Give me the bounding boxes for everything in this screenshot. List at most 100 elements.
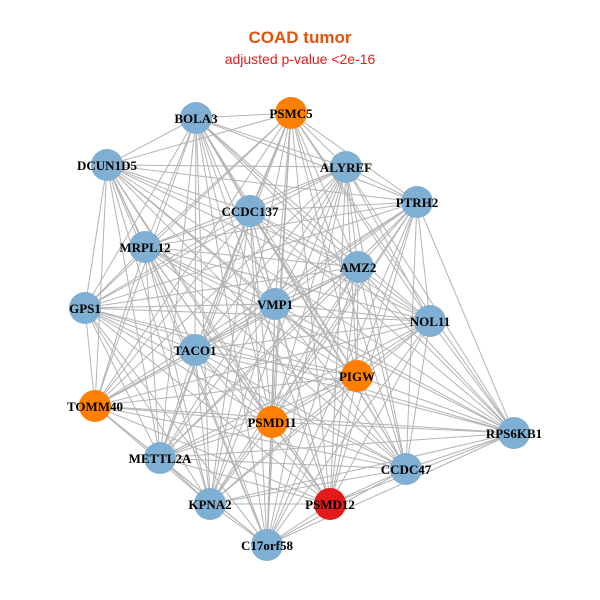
node-BOLA3[interactable] — [180, 102, 212, 134]
edge-NOL11-TOMM40 — [94, 320, 431, 407]
edge-DCUN1D5-PSMD11 — [106, 164, 273, 423]
node-VMP1[interactable] — [259, 288, 291, 320]
edge-MRPL12-PIGW — [144, 246, 358, 377]
edge-PIGW-C17orf58 — [266, 375, 358, 546]
edge-NOL11-TACO1 — [194, 320, 431, 351]
edge-PSMC5-DCUN1D5 — [106, 112, 292, 166]
edge-PSMC5-VMP1 — [274, 112, 292, 305]
edge-NOL11-RPS6KB1 — [429, 320, 515, 434]
edge-PSMC5-RPS6KB1 — [290, 112, 515, 434]
edge-PSMC5-AMZ2 — [290, 112, 359, 268]
edge-MRPL12-KPNA2 — [144, 246, 211, 505]
node-label-PTRH2: PTRH2 — [396, 195, 439, 210]
node-label-CCDC137: CCDC137 — [221, 204, 279, 219]
node-PSMD11[interactable] — [256, 406, 288, 438]
edge-RPS6KB1-METTL2A — [159, 432, 515, 459]
edge-ALYREF-C17orf58 — [266, 166, 347, 546]
edge-ALYREF-PSMD11 — [271, 166, 347, 423]
edge-MRPL12-VMP1 — [144, 246, 276, 305]
node-ALYREF[interactable] — [330, 151, 362, 183]
edge-PTRH2-PSMD12 — [329, 201, 418, 505]
node-C17orf58[interactable] — [251, 529, 283, 561]
node-RPS6KB1[interactable] — [498, 417, 530, 449]
node-PSMD12[interactable] — [314, 488, 346, 520]
node-label-BOLA3: BOLA3 — [174, 111, 218, 126]
edge-BOLA3-MRPL12 — [144, 117, 197, 248]
node-GPS1[interactable] — [69, 292, 101, 324]
edge-GPS1-METTL2A — [84, 307, 161, 459]
node-TOMM40[interactable] — [79, 390, 111, 422]
edge-ALYREF-AMZ2 — [345, 166, 359, 268]
edge-ALYREF-CCDC47 — [345, 166, 407, 470]
node-METTL2A[interactable] — [144, 442, 176, 474]
edge-GPS1-TOMM40 — [84, 307, 96, 407]
edge-DCUN1D5-CCDC47 — [106, 164, 407, 470]
edge-PIGW-PSMD12 — [329, 375, 358, 505]
edge-PTRH2-RPS6KB1 — [416, 201, 515, 434]
edge-CCDC137-CCDC47 — [249, 210, 407, 470]
node-label-MRPL12: MRPL12 — [119, 240, 170, 255]
node-label-KPNA2: KPNA2 — [188, 497, 231, 512]
network-title: COAD tumor — [248, 28, 352, 47]
edge-DCUN1D5-ALYREF — [106, 164, 347, 168]
edge-layer — [84, 112, 515, 546]
edge-ALYREF-RPS6KB1 — [345, 166, 515, 434]
node-label-TACO1: TACO1 — [173, 343, 216, 358]
edge-BOLA3-TACO1 — [194, 117, 197, 351]
node-label-NOL11: NOL11 — [410, 314, 450, 329]
node-NOL11[interactable] — [414, 305, 446, 337]
edge-CCDC137-RPS6KB1 — [249, 210, 515, 434]
node-DCUN1D5[interactable] — [91, 149, 123, 181]
node-CCDC47[interactable] — [390, 453, 422, 485]
edge-AMZ2-TOMM40 — [94, 266, 359, 407]
edge-AMZ2-RPS6KB1 — [357, 266, 515, 434]
edge-VMP1-NOL11 — [274, 303, 431, 322]
node-MRPL12[interactable] — [129, 231, 161, 263]
edge-PSMD11-KPNA2 — [209, 421, 273, 505]
node-label-METTL2A: METTL2A — [129, 451, 192, 466]
edge-NOL11-C17orf58 — [266, 320, 431, 546]
edge-AMZ2-PSMD11 — [271, 266, 359, 423]
edge-PSMD11-METTL2A — [159, 421, 273, 459]
network-subtitle: adjusted p-value <2e-16 — [224, 51, 376, 67]
edge-PTRH2-MRPL12 — [144, 201, 418, 248]
edge-BOLA3-AMZ2 — [195, 117, 359, 268]
edge-NOL11-PSMD12 — [329, 320, 431, 505]
node-label-TOMM40: TOMM40 — [67, 399, 123, 414]
edge-MRPL12-NOL11 — [144, 246, 431, 322]
edge-AMZ2-PSMD12 — [329, 266, 359, 505]
node-AMZ2[interactable] — [342, 251, 374, 283]
node-PTRH2[interactable] — [401, 186, 433, 218]
node-label-PSMD12: PSMD12 — [305, 497, 355, 512]
edge-TOMM40-PSMD12 — [94, 405, 331, 505]
edge-RPS6KB1-CCDC47 — [405, 432, 515, 470]
node-KPNA2[interactable] — [194, 488, 226, 520]
edge-PSMC5-GPS1 — [84, 112, 292, 309]
edge-TACO1-PSMD11 — [194, 349, 273, 423]
edge-ALYREF-CCDC137 — [249, 166, 347, 212]
edge-BOLA3-GPS1 — [84, 117, 197, 309]
edge-VMP1-METTL2A — [159, 303, 276, 459]
edge-DCUN1D5-PIGW — [106, 164, 358, 377]
node-PIGW[interactable] — [341, 360, 373, 392]
edge-PTRH2-TACO1 — [194, 201, 418, 351]
edge-TACO1-PIGW — [194, 349, 358, 377]
edge-AMZ2-C17orf58 — [266, 266, 359, 546]
edge-CCDC137-MRPL12 — [144, 210, 251, 248]
edge-DCUN1D5-RPS6KB1 — [106, 164, 515, 434]
node-TACO1[interactable] — [179, 334, 211, 366]
edge-DCUN1D5-AMZ2 — [106, 164, 359, 268]
edge-GPS1-PSMD12 — [84, 307, 331, 505]
node-label-PSMC5: PSMC5 — [269, 106, 313, 121]
node-CCDC137[interactable] — [234, 195, 266, 227]
node-PSMC5[interactable] — [275, 97, 307, 129]
edge-PTRH2-CCDC137 — [249, 201, 418, 212]
edge-GPS1-KPNA2 — [84, 307, 211, 505]
edge-CCDC137-TOMM40 — [94, 210, 251, 407]
edge-PSMD11-C17orf58 — [266, 421, 273, 546]
edge-RPS6KB1-PSMD12 — [329, 432, 515, 505]
edge-BOLA3-DCUN1D5 — [106, 117, 197, 166]
edge-MRPL12-METTL2A — [144, 246, 161, 459]
edge-RPS6KB1-KPNA2 — [209, 432, 515, 505]
